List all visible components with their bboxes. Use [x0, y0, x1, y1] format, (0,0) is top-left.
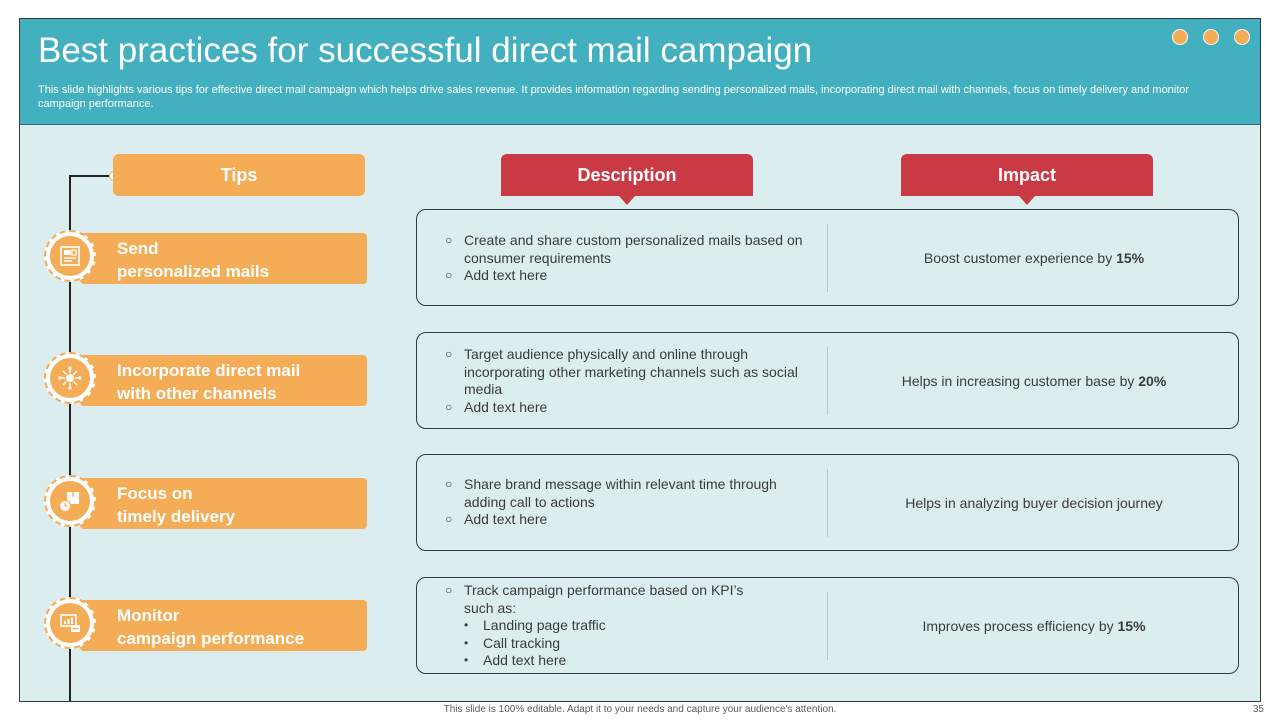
list-sub-item: •Call tracking — [464, 634, 561, 651]
row-divider — [827, 224, 828, 292]
tip-line-1: Monitor — [117, 606, 180, 625]
tip-line-1: Send — [117, 239, 159, 258]
list-item: ○Create and share custom personalized ma… — [445, 232, 803, 266]
tip-line-2: personalized mails — [117, 262, 270, 281]
row-send-personalized-mails: ○Create and share custom personalized ma… — [416, 209, 1239, 306]
row-impact: Improves process efficiency by 15% — [922, 617, 1146, 634]
dot-icon — [1172, 29, 1188, 45]
page-number: 35 — [1252, 704, 1264, 715]
channels-network-icon — [44, 352, 96, 404]
tip-label: Incorporate direct mail with other chann… — [117, 359, 300, 405]
tip-send-personalized-mails: Send personalized mails — [80, 233, 367, 284]
header-tips: Tips — [113, 154, 365, 196]
header-description: Description — [501, 154, 753, 205]
tip-monitor-campaign-performance: Monitor campaign performance — [80, 600, 367, 651]
tip-line-1: Incorporate direct mail — [117, 361, 301, 380]
tip-line-2: timely delivery — [117, 507, 236, 526]
dot-icon — [1203, 29, 1219, 45]
header-tips-label: Tips — [220, 164, 258, 185]
list-item: ○Add text here — [445, 511, 548, 527]
footer-note: This slide is 100% editable. Adapt it to… — [443, 704, 837, 715]
tip-label: Send personalized mails — [117, 237, 269, 283]
header-impact: Impact — [901, 154, 1153, 205]
slide-subtitle: This slide highlights various tips for e… — [38, 84, 1190, 110]
dot-icon — [1234, 29, 1250, 45]
header-notch — [1019, 196, 1035, 205]
tip-label: Monitor campaign performance — [117, 604, 304, 650]
performance-monitor-icon — [44, 597, 96, 649]
tip-line-2: with other channels — [117, 384, 277, 403]
timeline-branch — [69, 175, 115, 177]
slide: Best practices for successful direct mai… — [19, 18, 1261, 702]
list-sub-item: •Landing page traffic — [464, 617, 606, 633]
slide-title: Best practices for successful direct mai… — [38, 31, 813, 70]
tip-focus-timely-delivery: Focus on timely delivery — [80, 478, 367, 529]
header-impact-label: Impact — [997, 164, 1057, 185]
list-item: ○Add text here — [445, 398, 548, 415]
row-divider — [827, 469, 828, 537]
decorative-dots — [1172, 29, 1250, 45]
tip-label: Focus on timely delivery — [117, 482, 235, 528]
row-divider — [827, 347, 828, 415]
list-item: ○Track campaign performance based on KPI… — [445, 582, 744, 616]
personalized-mail-icon — [44, 230, 96, 282]
row-focus-timely-delivery: ○Share brand message within relevant tim… — [416, 454, 1239, 551]
row-monitor-campaign-performance: ○Track campaign performance based on KPI… — [416, 577, 1239, 674]
row-incorporate-direct-mail: ○Target audience physically and online t… — [416, 332, 1239, 429]
timeline-line — [69, 175, 71, 701]
row-description: ○Share brand message within relevant tim… — [445, 476, 805, 529]
header-notch — [619, 196, 635, 205]
header-description-label: Description — [577, 164, 677, 185]
tip-line-1: Focus on — [117, 484, 193, 503]
row-divider — [827, 592, 828, 660]
delivery-clock-icon — [44, 475, 96, 527]
list-item: ○Share brand message within relevant tim… — [445, 476, 777, 510]
tip-incorporate-direct-mail: Incorporate direct mail with other chann… — [80, 355, 367, 406]
list-sub-item: •Add text here — [464, 652, 567, 668]
slide-header: Best practices for successful direct mai… — [20, 19, 1260, 125]
list-item: ○Target audience physically and online t… — [445, 346, 798, 397]
row-impact: Boost customer experience by 15% — [923, 249, 1145, 266]
row-impact: Helps in analyzing buyer decision journe… — [905, 494, 1163, 511]
tip-line-2: campaign performance — [117, 629, 305, 648]
slide-footer: This slide is 100% editable. Adapt it to… — [0, 704, 1280, 718]
row-description: ○Create and share custom personalized ma… — [445, 232, 805, 285]
row-description: ○Track campaign performance based on KPI… — [445, 582, 805, 670]
row-description: ○Target audience physically and online t… — [445, 346, 805, 416]
row-impact: Helps in increasing customer base by 20% — [901, 372, 1167, 389]
list-item: ○Add text here — [445, 267, 548, 283]
